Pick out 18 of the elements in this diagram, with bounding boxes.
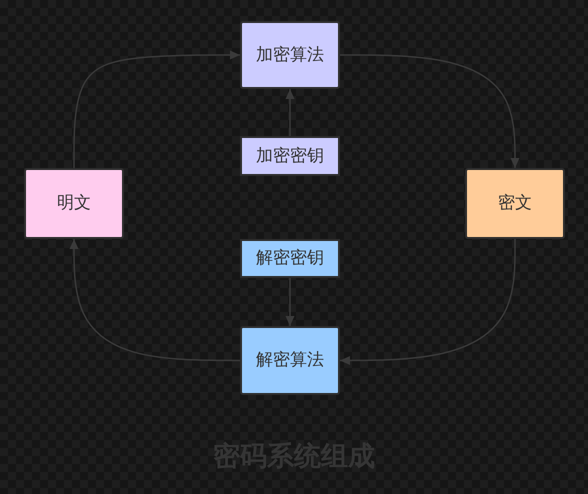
key-box: [240, 136, 340, 176]
node-label: 加密算法: [256, 44, 324, 66]
arrow: [70, 239, 240, 362]
node-label: 解密算法: [256, 350, 324, 371]
node-label: 解密密钥: [256, 248, 324, 269]
text-box: [465, 168, 565, 239]
algorithm-box: [240, 326, 340, 395]
arrow: [340, 239, 516, 365]
key-box: [240, 239, 340, 278]
text-box: [24, 168, 124, 239]
node-label: 加密密钥: [256, 146, 324, 166]
arrow: [73, 50, 240, 168]
node-label: 密文: [498, 193, 532, 214]
algorithm-box: [240, 21, 340, 89]
arrow: [286, 278, 294, 326]
arrow: [286, 89, 294, 136]
node-label: 明文: [57, 193, 91, 214]
arrow: [340, 54, 520, 168]
